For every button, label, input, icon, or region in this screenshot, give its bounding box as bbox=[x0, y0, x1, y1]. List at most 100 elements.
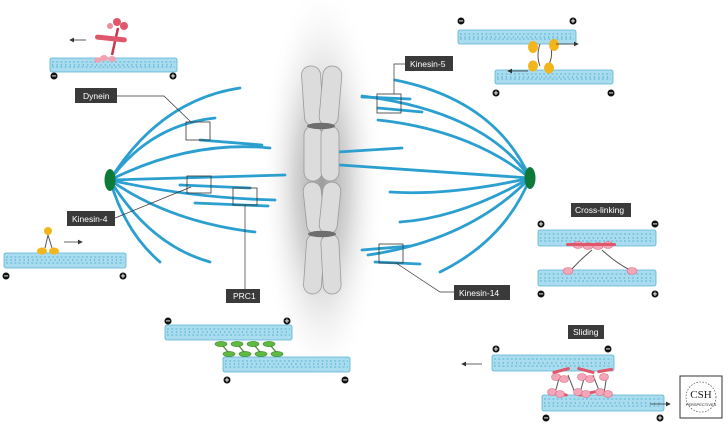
svg-text:−: − bbox=[459, 17, 464, 26]
label-kinesin5: Kinesin-5 bbox=[405, 56, 453, 71]
zoom-box-kinesin14 bbox=[378, 243, 404, 264]
spindle-pole-left bbox=[104, 169, 116, 191]
spindle-fiber bbox=[376, 106, 424, 114]
spindle-fibers bbox=[108, 78, 532, 274]
label-text: Kinesin-14 bbox=[459, 288, 499, 298]
spindle-fiber bbox=[108, 173, 287, 182]
dynein-motor bbox=[94, 18, 128, 63]
chromatid bbox=[320, 125, 340, 182]
svg-text:−: − bbox=[544, 414, 549, 423]
plus-sign: + bbox=[569, 17, 577, 26]
minus-sign: − bbox=[651, 220, 659, 229]
label-kinesin14: Kinesin-14 bbox=[454, 285, 510, 300]
spindle-fiber bbox=[108, 145, 272, 182]
microtubule bbox=[3, 252, 127, 269]
label-text: Cross-linking bbox=[575, 205, 624, 215]
plus-sign: + bbox=[283, 317, 291, 326]
label-text: Kinesin-4 bbox=[72, 214, 108, 224]
spindle-fiber bbox=[336, 146, 404, 154]
plus-sign: + bbox=[223, 376, 231, 385]
svg-text:+: + bbox=[285, 317, 290, 326]
plus-sign: + bbox=[169, 72, 177, 81]
spindle-fiber bbox=[193, 201, 270, 208]
svg-text:+: + bbox=[171, 72, 176, 81]
svg-text:−: − bbox=[539, 290, 544, 299]
label-crosslinking: Cross-linking bbox=[571, 203, 631, 217]
plus-sign: + bbox=[492, 89, 500, 98]
minus-sign: − bbox=[607, 89, 615, 98]
minus-sign: − bbox=[604, 345, 612, 354]
svg-text:−: − bbox=[609, 89, 614, 98]
spindle-fiber bbox=[438, 176, 532, 274]
label-text: Sliding bbox=[573, 327, 599, 337]
inset-dynein bbox=[49, 18, 178, 73]
leader-dynein bbox=[117, 95, 192, 123]
leader-kinesin14 bbox=[395, 262, 454, 293]
inset-kinesin5 bbox=[457, 29, 614, 85]
plus-sign: + bbox=[656, 414, 664, 423]
minus-sign: − bbox=[537, 290, 545, 299]
inset-prc1 bbox=[164, 324, 351, 373]
kinesin4-motor bbox=[37, 227, 59, 255]
plus-sign: + bbox=[119, 272, 127, 281]
svg-text:CSH: CSH bbox=[690, 389, 711, 401]
microtubule bbox=[494, 69, 614, 85]
polarity-signs: − + − + + − − + − + + − + − − + + − − + bbox=[2, 17, 664, 423]
svg-text:−: − bbox=[52, 72, 57, 81]
chromatid bbox=[303, 125, 323, 182]
svg-text:PERSPECTIVES: PERSPECTIVES bbox=[686, 402, 717, 407]
leader-kinesin4 bbox=[114, 186, 192, 219]
chromatid bbox=[320, 233, 342, 295]
spindle-fiber bbox=[108, 86, 242, 182]
svg-text:+: + bbox=[121, 272, 126, 281]
spindle-fiber bbox=[108, 178, 257, 234]
sliding-motors bbox=[547, 367, 613, 398]
label-prc1: PRC1 bbox=[226, 289, 260, 303]
spindle-fiber bbox=[360, 94, 532, 180]
svg-text:−: − bbox=[166, 317, 171, 326]
centromere bbox=[307, 122, 335, 130]
kinesin5-motor bbox=[507, 39, 579, 74]
zoom-box-prc1 bbox=[232, 187, 258, 206]
csh-perspectives-logo: CSH PERSPECTIVES bbox=[679, 375, 723, 419]
spindle-fiber bbox=[388, 176, 532, 195]
plus-sign: + bbox=[651, 290, 659, 299]
label-kinesin4: Kinesin-4 bbox=[67, 211, 115, 226]
zoom-box-kinesin4 bbox=[186, 175, 212, 194]
label-dynein: Dynein bbox=[75, 88, 117, 103]
svg-text:−: − bbox=[606, 345, 611, 354]
svg-text:+: + bbox=[539, 220, 544, 229]
minus-sign: − bbox=[2, 272, 10, 281]
spindle-fiber bbox=[108, 178, 277, 202]
microtubule bbox=[164, 324, 293, 341]
spindle-fiber bbox=[108, 178, 212, 264]
svg-text:+: + bbox=[494, 89, 499, 98]
inset-kinesin4 bbox=[3, 227, 127, 269]
microtubule bbox=[222, 356, 351, 373]
microtubule bbox=[491, 354, 615, 372]
minus-sign: − bbox=[542, 414, 550, 423]
plus-sign: + bbox=[537, 220, 545, 229]
minus-sign: − bbox=[50, 72, 58, 81]
spindle-fiber bbox=[398, 176, 532, 224]
label-text: Kinesin-5 bbox=[410, 59, 446, 69]
label-text: Dynein bbox=[83, 91, 110, 101]
microtubule bbox=[49, 57, 178, 73]
plus-sign: + bbox=[492, 345, 500, 354]
minus-sign: − bbox=[164, 317, 172, 326]
leader-kinesin5 bbox=[393, 63, 405, 94]
spindle-fiber bbox=[108, 116, 217, 182]
spindle-fiber bbox=[360, 95, 412, 101]
minus-sign: − bbox=[341, 376, 349, 385]
svg-text:−: − bbox=[4, 272, 9, 281]
spindle-fiber bbox=[360, 244, 412, 252]
svg-text:+: + bbox=[494, 345, 499, 354]
inset-sliding bbox=[461, 354, 671, 412]
svg-text:−: − bbox=[653, 220, 658, 229]
svg-text:+: + bbox=[571, 17, 576, 26]
spindle-pole-right bbox=[524, 167, 536, 189]
chromosome-bottom bbox=[302, 181, 342, 295]
spindle-fiber bbox=[178, 183, 252, 190]
